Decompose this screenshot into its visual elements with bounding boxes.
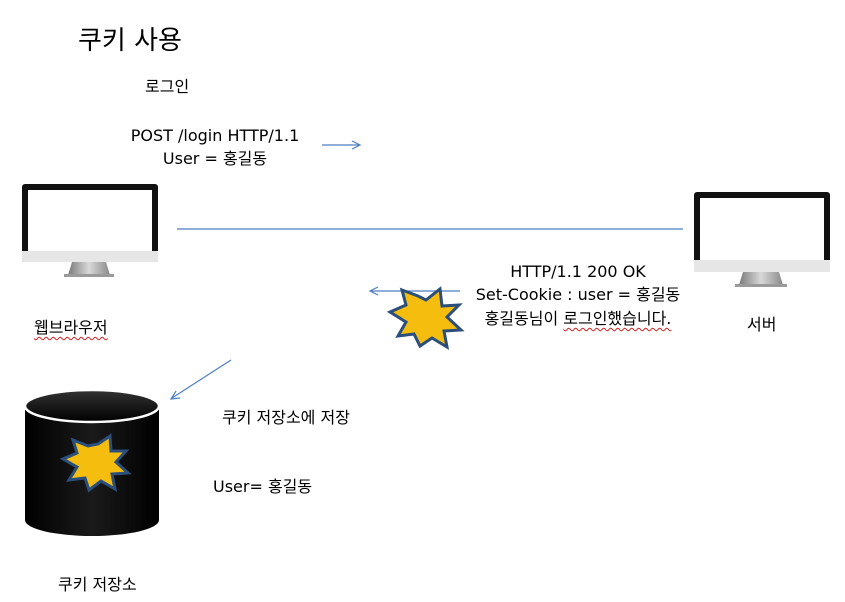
response-text: HTTP/1.1 200 OK Set-Cookie : user = 홍길동 … [462,262,694,329]
store-arrow-icon [169,359,232,400]
store-label: 쿠키 저장소 [58,575,137,594]
response-body-part1: 홍길동님이 [484,309,564,328]
stored-cookie-value: User= 홍길동 [213,477,313,496]
request-body: User = 홍길동 [162,149,268,168]
response-body-part2: 로그인했습니다. [563,309,672,328]
response-body: 홍길동님이 로그인했습니다. [462,305,694,329]
response-status: HTTP/1.1 200 OK [510,262,646,281]
request-caption: 로그인 [145,77,190,96]
diagram-title: 쿠키 사용 [78,26,182,56]
server-monitor-icon [694,192,830,287]
stored-cookie-burst-icon [59,433,132,493]
request-line: POST /login HTTP/1.1 [130,126,300,145]
request-text: POST /login HTTP/1.1 User = 홍길동 [120,126,310,169]
response-arrow-icon [368,286,460,296]
request-arrow-icon [322,140,362,150]
cookie-burst-icon [386,286,465,351]
server-label: 서버 [747,315,777,334]
store-action-label: 쿠키 저장소에 저장 [222,408,350,427]
client-monitor-icon [22,184,158,277]
client-label: 웹브라우저 [34,318,108,337]
response-set-cookie: Set-Cookie : user = 홍길동 [475,285,681,304]
